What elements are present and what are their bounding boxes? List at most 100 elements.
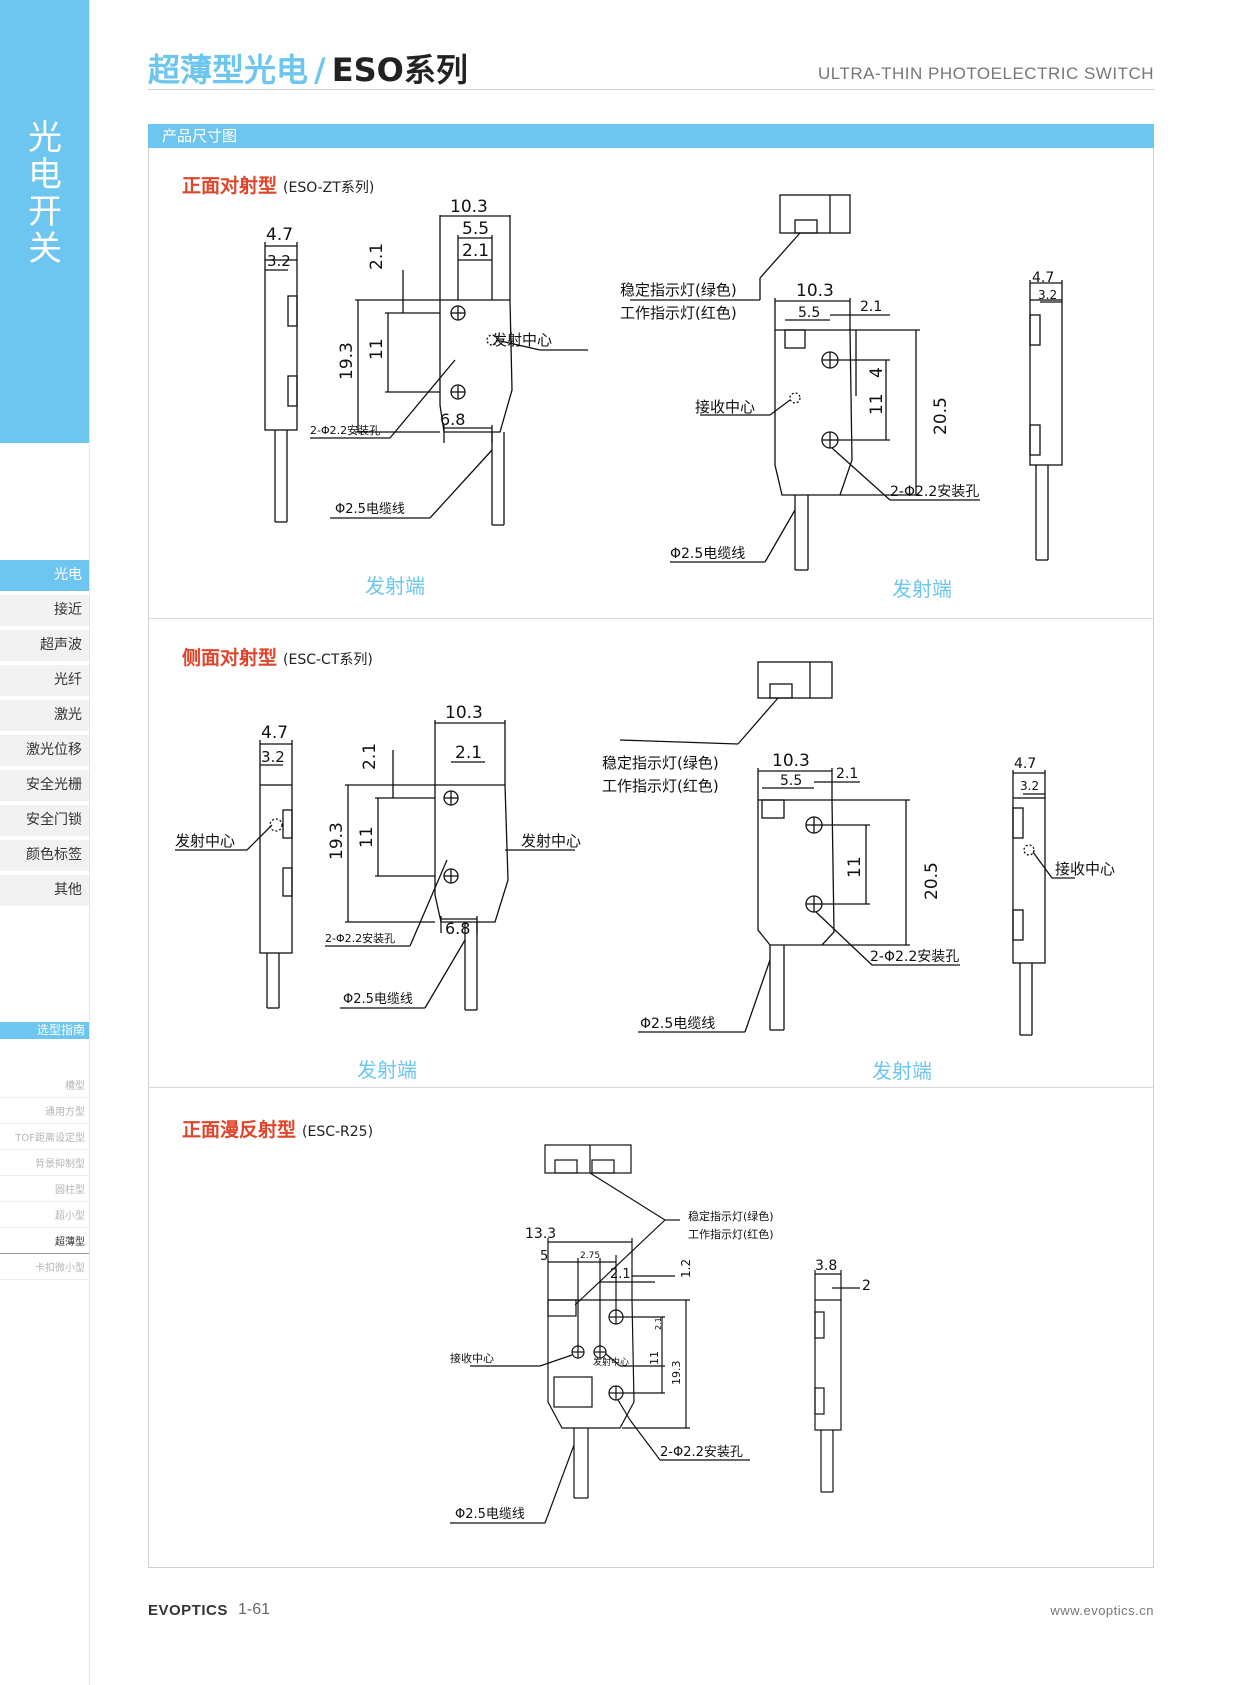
dim-w1: 5.5 <box>780 773 802 789</box>
label-led-green: 稳定指示灯(绿色) <box>688 1209 774 1223</box>
title-rule <box>148 89 1154 90</box>
dim-side-outer: 4.7 <box>1014 756 1036 772</box>
drawing-front-thru-receiver: 稳定指示灯(绿色) 工作指示灯(红色) 10.3 5.5 2.1 20.5 11… <box>620 194 1063 571</box>
end-label-receiver: 发射端 <box>872 1059 932 1083</box>
title-cn: 超薄型光电 <box>148 51 309 89</box>
guide-item-clip[interactable]: 卡扣微小型 <box>0 1258 89 1280</box>
label-led-red: 工作指示灯(红色) <box>688 1227 774 1241</box>
dim-side-inner: 3.2 <box>267 252 291 270</box>
label-side-center: 接收中心 <box>1055 860 1115 878</box>
dim-width: 10.3 <box>772 751 810 771</box>
brand-logo: EVOPTICS <box>148 1602 228 1619</box>
sidebar-vertical-title: 光电开关 <box>28 118 62 269</box>
dim-w2: 2.1 <box>462 241 489 261</box>
section-model: (ESC-R25) <box>302 1124 374 1140</box>
section-bar: 产品尺寸图 <box>148 124 1154 148</box>
sidebar-item-other[interactable]: 其他 <box>0 875 89 906</box>
dim-width: 10.3 <box>445 703 483 723</box>
dim-side-outer: 3.8 <box>815 1258 837 1274</box>
section-title-text: 正面漫反射型 <box>182 1119 297 1141</box>
guide-item-ultrathin[interactable]: 超薄型 <box>0 1232 89 1254</box>
guide-item-tof[interactable]: TOF距离设定型 <box>0 1128 89 1150</box>
dim-height: 19.3 <box>670 1361 683 1386</box>
dim-w3: 2.1 <box>610 1267 631 1282</box>
dim-width: 10.3 <box>796 281 834 301</box>
sidebar-item-photoelectric[interactable]: 光电 <box>0 560 89 591</box>
label-cable: Φ2.5电缆线 <box>343 991 413 1007</box>
website-link[interactable]: www.evoptics.cn <box>1050 1603 1154 1618</box>
title-series: ESO系列 <box>331 51 468 89</box>
dim-side-outer: 4.7 <box>261 723 288 743</box>
end-label-receiver: 发射端 <box>892 577 952 601</box>
label-cable: Φ2.5电缆线 <box>640 1016 715 1032</box>
label-emit-center: 发射中心 <box>593 1356 629 1368</box>
dim-hole: 11 <box>357 826 377 848</box>
label-cable: Φ2.5电缆线 <box>335 501 405 517</box>
page-number: 1-61 <box>238 1601 271 1618</box>
sidebar-item-color-label[interactable]: 颜色标签 <box>0 840 89 871</box>
dim-w1: 5.5 <box>462 219 489 239</box>
dim-hole: 11 <box>867 393 887 415</box>
sidebar-item-ultrasonic[interactable]: 超声波 <box>0 630 89 661</box>
section-title-text: 正面对射型 <box>182 175 278 197</box>
guide-item-cylinder[interactable]: 圆柱型 <box>0 1180 89 1202</box>
drawing-side-thru-emitter: 4.7 3.2 发射中心 10.3 2.1 19.3 11 2.1 6.8 发射… <box>175 703 581 1011</box>
dim-hole: 11 <box>845 856 865 878</box>
dim-top: 2.1 <box>367 243 387 270</box>
dim-hole: 11 <box>648 1351 661 1365</box>
title-english: ULTRA-THIN PHOTOELECTRIC SWITCH <box>818 64 1154 83</box>
label-led-red: 工作指示灯(红色) <box>620 304 737 322</box>
sidebar-title-band <box>0 0 89 443</box>
dim-side-inner: 3.2 <box>261 748 285 766</box>
sidebar-item-safety-curtain[interactable]: 安全光栅 <box>0 770 89 801</box>
dim-w1: 5 <box>540 1249 548 1264</box>
label-mount-holes: 2-Φ2.2安装孔 <box>660 1445 743 1460</box>
dim-side-outer: 4.7 <box>1032 270 1054 286</box>
dim-top: 1.2 <box>679 1259 693 1278</box>
section-title: 正面对射型 (ESO-ZT系列) <box>182 171 374 198</box>
dim-w2: 2.1 <box>860 299 882 315</box>
label-led-green: 稳定指示灯(绿色) <box>602 754 719 772</box>
label-cable: Φ2.5电缆线 <box>455 1506 525 1522</box>
sidebar-item-safety-lock[interactable]: 安全门锁 <box>0 805 89 836</box>
label-emit-center: 发射中心 <box>492 331 552 349</box>
label-mount-holes: 2-Φ2.2安装孔 <box>870 949 959 965</box>
dim-w2: 2.1 <box>836 766 858 782</box>
dim-height: 19.3 <box>337 342 357 380</box>
label-led-red: 工作指示灯(红色) <box>602 777 719 795</box>
label-recv-center: 接收中心 <box>695 398 755 416</box>
guide-item-slot[interactable]: 槽型 <box>0 1076 89 1098</box>
dim-w1: 5.5 <box>798 305 820 321</box>
section-model: (ESO-ZT系列) <box>283 180 375 196</box>
dim-hole: 11 <box>367 338 387 360</box>
sidebar-item-fiber[interactable]: 光纤 <box>0 665 89 696</box>
end-label-emitter: 发射端 <box>365 574 425 598</box>
dim-top: 2.1 <box>360 743 380 770</box>
guide-item-square[interactable]: 通用方型 <box>0 1102 89 1124</box>
dim-side-outer: 4.7 <box>266 225 293 245</box>
label-side-center: 发射中心 <box>175 832 235 850</box>
label-led-green: 稳定指示灯(绿色) <box>620 281 737 299</box>
dim-w2: 2.75 <box>580 1251 600 1261</box>
guide-item-mini[interactable]: 超小型 <box>0 1206 89 1228</box>
label-emit-center: 发射中心 <box>521 832 581 850</box>
section-title: 正面漫反射型 (ESC-R25) <box>182 1115 373 1142</box>
sidebar-item-laser[interactable]: 激光 <box>0 700 89 731</box>
dim-side-inner: 2 <box>862 1278 871 1294</box>
sidebar-item-proximity[interactable]: 接近 <box>0 595 89 626</box>
dim-side-inner: 3.2 <box>1038 288 1057 302</box>
sidebar-item-laser-displacement[interactable]: 激光位移 <box>0 735 89 766</box>
label-recv-center: 接收中心 <box>450 1351 494 1365</box>
dim-bottom: 6.8 <box>440 410 465 429</box>
section-divider <box>149 618 1153 619</box>
dim-side-inner: 3.2 <box>1020 779 1039 793</box>
label-mount-holes: 2-Φ2.2安装孔 <box>890 484 979 500</box>
dim-height: 19.3 <box>327 822 347 860</box>
title-slash: / <box>314 51 326 89</box>
drawing-side-thru-receiver: 稳定指示灯(绿色) 工作指示灯(红色) 10.3 5.5 2.1 20.5 11… <box>602 661 1115 1036</box>
guide-item-background[interactable]: 背景抑制型 <box>0 1154 89 1176</box>
dim-w2: 2.1 <box>455 743 482 763</box>
section-title: 侧面对射型(ESC-CT系列) <box>182 643 373 670</box>
dim-d4: 4 <box>867 367 887 378</box>
dim-width: 13.3 <box>525 1226 556 1242</box>
